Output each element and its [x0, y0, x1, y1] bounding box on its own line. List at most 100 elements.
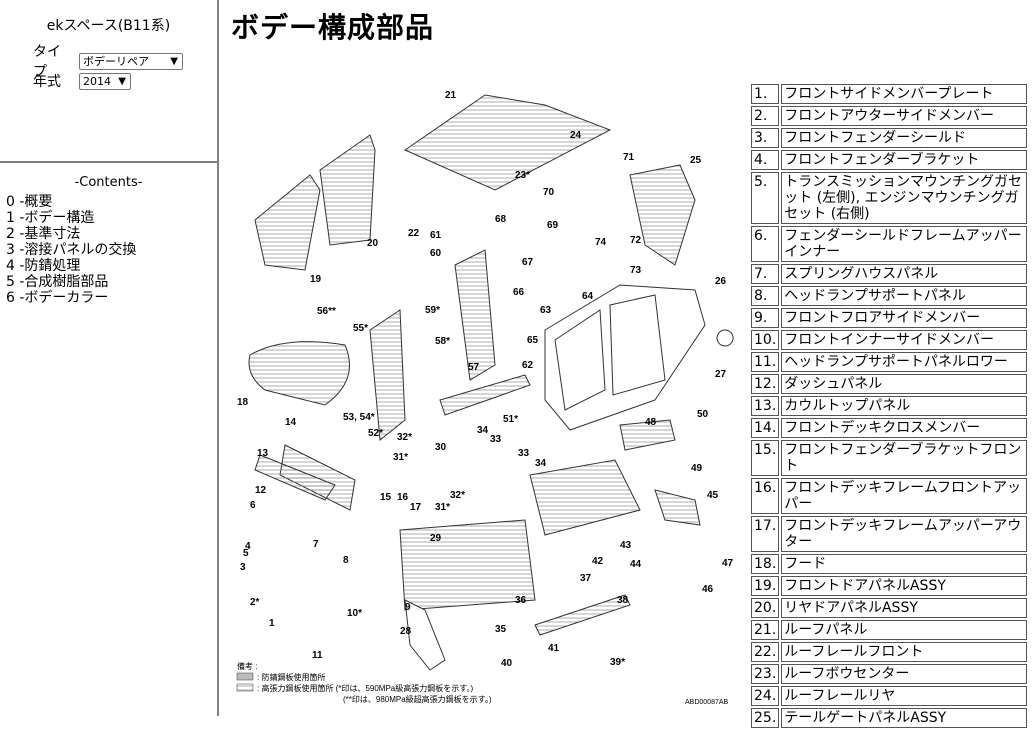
part-number: 3.	[751, 128, 780, 148]
part-row: 13.カウルトップパネル	[751, 396, 1027, 416]
contents-link-0[interactable]: 0 -概要	[6, 194, 53, 210]
part-number: 16.	[751, 478, 780, 514]
part-number: 4.	[751, 150, 780, 170]
part-name: ヘッドランプサポートパネルロワー	[781, 352, 1027, 372]
part-row: 1.フロントサイドメンバープレート	[751, 84, 1027, 104]
part-number: 12.	[751, 374, 780, 394]
part-number: 24.	[751, 686, 780, 706]
part-row: 11.ヘッドランプサポートパネルロワー	[751, 352, 1027, 372]
part-name: フード	[781, 554, 1027, 574]
part-number: 10.	[751, 330, 780, 350]
chevron-down-icon: ▼	[118, 75, 126, 87]
label-34a: 34	[477, 425, 489, 436]
label-51: 51*	[503, 414, 518, 425]
part-number: 22.	[751, 642, 780, 662]
left-frame: ekスペース(B11系) タイプ ボデーリペア ▼ 年式 2014 ▼ -Con…	[0, 0, 219, 716]
label-32b: 32*	[450, 490, 465, 501]
label-59: 59*	[425, 305, 440, 316]
label-24: 24	[570, 130, 582, 141]
year-label: 年式	[33, 74, 61, 90]
label-57: 57	[468, 362, 480, 373]
label-35: 35	[495, 624, 507, 635]
fender-shape	[404, 599, 446, 671]
part-row: 4.フロントフェンダーブラケット	[751, 150, 1027, 170]
rear-door-shape	[319, 134, 376, 246]
part-row: 22.ルーフレールフロント	[751, 642, 1027, 662]
label-40: 40	[501, 658, 513, 669]
part-name: フロントフェンダーシールド	[781, 128, 1027, 148]
part-name: テールゲートパネルASSY	[781, 708, 1027, 728]
contents-link-3[interactable]: 3 -溶接パネルの交換	[6, 242, 137, 258]
part-name: カウルトップパネル	[781, 396, 1027, 416]
label-15: 15	[380, 492, 392, 503]
side-sill-shape	[439, 374, 531, 416]
part-number: 9.	[751, 308, 780, 328]
label-73: 73	[630, 265, 642, 276]
part-number: 1.	[751, 84, 780, 104]
label-10: 10*	[347, 608, 362, 619]
part-name: フロントデッキフレームアッパーアウター	[781, 516, 1027, 552]
label-37: 37	[580, 573, 592, 584]
legend-uhts-text: (**印は、980MPa級超高張力鋼板を示す。)	[343, 694, 492, 704]
part-number: 2.	[751, 106, 780, 126]
label-18: 18	[237, 397, 249, 408]
hood-shape	[248, 341, 350, 406]
type-label: タイプ	[33, 44, 61, 80]
part-number: 8.	[751, 286, 780, 306]
label-25: 25	[690, 155, 702, 166]
part-name: ダッシュパネル	[781, 374, 1027, 394]
label-29: 29	[430, 533, 442, 544]
rear-member-shape	[534, 594, 631, 636]
label-8: 8	[343, 555, 349, 566]
part-shapes	[248, 94, 734, 671]
label-3: 3	[240, 562, 246, 573]
type-select[interactable]: ボデーリペア ▼	[79, 52, 183, 70]
label-61: 61	[430, 230, 442, 241]
contents-link-1[interactable]: 1 -ボデー構造	[6, 210, 95, 226]
year-value: 2014	[83, 74, 111, 88]
legend-swatch-hts	[236, 683, 254, 692]
label-49: 49	[691, 463, 703, 474]
tailgate-shape	[629, 164, 696, 266]
label-64: 64	[582, 291, 594, 302]
contents-list: 0 -概要 1 -ボデー構造 2 -基準寸法 3 -溶接パネルの交換 4 -防錆…	[6, 194, 217, 306]
label-5: 5	[243, 548, 249, 559]
label-31b: 31*	[435, 502, 450, 513]
page-title: ボデー構成部品	[231, 11, 435, 44]
year-select[interactable]: 2014 ▼	[79, 72, 131, 90]
part-number: 17.	[751, 516, 780, 552]
front-door-shape	[254, 174, 321, 271]
rear-floor-shape	[529, 459, 641, 536]
contents-link-2[interactable]: 2 -基準寸法	[6, 226, 81, 242]
part-number: 14.	[751, 418, 780, 438]
label-52: 52*	[368, 428, 383, 439]
front-door-opening	[554, 309, 606, 411]
contents-link-6[interactable]: 6 -ボデーカラー	[6, 290, 109, 306]
label-70: 70	[543, 187, 555, 198]
part-name: フェンダーシールドフレームアッパーインナー	[781, 226, 1027, 262]
part-row: 20.リヤドアパネルASSY	[751, 598, 1027, 618]
legend-swatch-rust	[236, 672, 254, 681]
part-number: 21.	[751, 620, 780, 640]
contents-link-5[interactable]: 5 -合成樹脂部品	[6, 274, 109, 290]
label-41: 41	[548, 643, 560, 654]
label-30: 30	[435, 442, 447, 453]
part-number: 7.	[751, 264, 780, 284]
label-58: 58*	[435, 336, 450, 347]
label-31a: 31*	[393, 452, 408, 463]
front-pillar-shape	[369, 309, 406, 441]
label-13: 13	[257, 448, 269, 459]
label-55: 55*	[353, 323, 368, 334]
part-row: 9.フロントフロアサイドメンバー	[751, 308, 1027, 328]
part-number: 15.	[751, 440, 780, 476]
label-27: 27	[715, 369, 727, 380]
part-row: 15.フロントフェンダーブラケットフロント	[751, 440, 1027, 476]
part-row: 16.フロントデッキフレームフロントアッパー	[751, 478, 1027, 514]
contents-link-4[interactable]: 4 -防錆処理	[6, 258, 81, 274]
part-row: 17.フロントデッキフレームアッパーアウター	[751, 516, 1027, 552]
roof-panel-shape	[403, 94, 612, 191]
label-6: 6	[250, 500, 256, 511]
part-number: 23.	[751, 664, 780, 684]
pillar-shape	[454, 249, 496, 381]
label-72: 72	[630, 235, 642, 246]
